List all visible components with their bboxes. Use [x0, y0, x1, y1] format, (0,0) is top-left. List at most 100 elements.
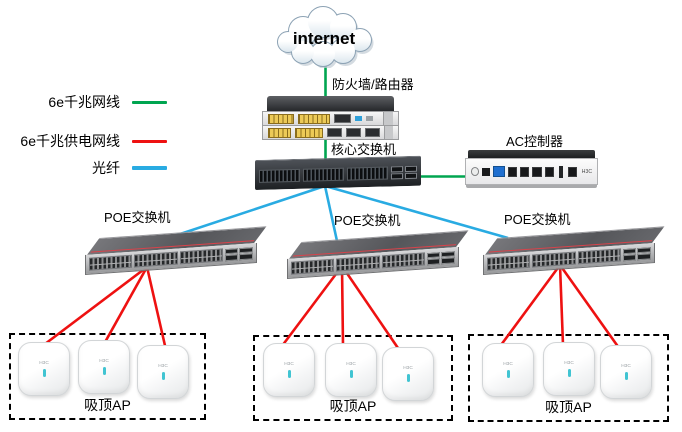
port-group — [291, 258, 335, 275]
port-group — [487, 254, 531, 271]
port-group — [381, 252, 425, 269]
internet-label: internet — [293, 29, 356, 48]
ceiling-ap: H3C — [482, 343, 534, 397]
lan-port — [507, 166, 518, 177]
ap-group-3-label: 吸顶AP — [545, 399, 592, 415]
link-poe2-ap3 — [340, 265, 402, 352]
ap-status-led — [102, 367, 106, 375]
ceiling-ap: H3C — [382, 347, 434, 401]
ap-status-led — [161, 372, 165, 380]
link-core-poe2 — [323, 185, 339, 242]
ap-brand-logo: H3C — [158, 363, 168, 369]
port-group — [532, 251, 576, 268]
legend-label: 6e千兆网线 — [48, 94, 120, 110]
poe-switch-2-device — [287, 230, 469, 281]
ceiling-ap: H3C — [137, 345, 189, 399]
ap-status-led — [506, 370, 510, 378]
link-poe2-ap1 — [280, 265, 344, 347]
ap-group-2-label: 吸顶AP — [329, 398, 377, 414]
legend-label: 光纤 — [92, 160, 120, 176]
port-group — [336, 255, 380, 272]
legend-item-fiber: 光纤 — [0, 159, 167, 177]
link-poe1-ap2 — [102, 266, 149, 345]
ap-brand-logo: H3C — [346, 361, 356, 367]
ap-status-led — [624, 372, 628, 380]
link-poe3-ap1 — [499, 264, 562, 346]
ac-chassis-top — [468, 150, 595, 158]
port-group — [347, 166, 388, 181]
router-port-row-2 — [262, 125, 399, 140]
sfp-slot — [346, 128, 362, 137]
ceiling-ap: H3C — [18, 342, 70, 396]
ac-controller-label: AC控制器 — [506, 134, 564, 149]
sfp-ports — [622, 246, 651, 261]
legend-swatch-green-line — [132, 100, 167, 104]
port-group — [259, 168, 300, 183]
lan-port — [544, 166, 554, 177]
link-poe1-ap3 — [145, 266, 168, 351]
ap-brand-logo: H3C — [564, 360, 574, 366]
router-port-row-1 — [262, 111, 399, 125]
sfp-slot — [334, 114, 351, 123]
port-group — [179, 248, 223, 265]
ceiling-ap: H3C — [78, 340, 130, 394]
console-port — [567, 166, 577, 177]
core-switch-ports — [259, 165, 417, 183]
ethernet-port-block — [268, 113, 294, 124]
sfp-ports — [426, 250, 455, 265]
firewall-label: 防火墙/路由器 — [332, 77, 414, 92]
ethernet-port-block — [294, 127, 323, 138]
link-poe3-ap2 — [558, 264, 565, 346]
ap-status-led — [287, 370, 291, 378]
ap-brand-logo: H3C — [403, 365, 413, 371]
link-core-poe3 — [324, 184, 509, 240]
ap-status-led — [406, 374, 410, 382]
link-poe1-ap1 — [40, 265, 148, 349]
ap-brand-logo: H3C — [284, 361, 294, 367]
ap-brand-logo: H3C — [99, 358, 109, 364]
link-poe2-ap2 — [340, 265, 345, 347]
ap-group-2-box: 吸顶AP — [253, 335, 453, 421]
ap-status-led — [349, 370, 353, 378]
core-switch-chassis — [255, 155, 421, 190]
ap-brand-logo: H3C — [503, 361, 513, 367]
ap-group-1-label: 吸顶AP — [84, 397, 131, 413]
lan-port — [520, 166, 530, 177]
ceiling-ap: H3C — [543, 342, 595, 396]
ac-chassis-base — [466, 185, 597, 188]
power-socket — [482, 167, 490, 176]
link-core-poe1 — [167, 184, 326, 240]
core-switch-device — [255, 155, 421, 190]
ac-brand-logo: H3C — [581, 168, 592, 175]
port-led — [355, 116, 362, 121]
usb-port — [559, 165, 563, 178]
legend-item-gigabit-cable: 6e千兆网线 — [0, 93, 167, 111]
ap-status-led — [567, 369, 571, 377]
legend-swatch-red-line — [132, 139, 167, 143]
ac-controller-device: H3C — [465, 150, 598, 188]
core-switch-label: 核心交换机 — [331, 142, 397, 157]
router-side-panel — [383, 112, 393, 125]
port-group — [134, 251, 178, 268]
legend-label: 6e千兆供电网线 — [20, 133, 120, 149]
port-group — [89, 254, 133, 271]
router-side-panel — [384, 126, 394, 139]
poe-switch-1-device — [85, 226, 267, 277]
power-button — [471, 167, 480, 176]
legend-item-poe-cable: 6e千兆供电网线 — [0, 132, 167, 150]
ap-status-led — [42, 369, 46, 377]
uplink-ports — [391, 165, 417, 180]
ethernet-port-block — [268, 127, 291, 138]
ap-brand-logo: H3C — [39, 360, 49, 366]
sfp-slot — [365, 128, 381, 137]
ac-front-panel: H3C — [465, 158, 598, 185]
ceiling-ap: H3C — [325, 343, 377, 397]
legend-swatch-blue-line — [132, 166, 167, 170]
poe-switch-1-label: POE交换机 — [104, 210, 171, 225]
port-group — [577, 248, 621, 265]
sfp-slot — [327, 128, 343, 137]
port-group — [303, 167, 344, 182]
ceiling-ap: H3C — [600, 345, 652, 399]
